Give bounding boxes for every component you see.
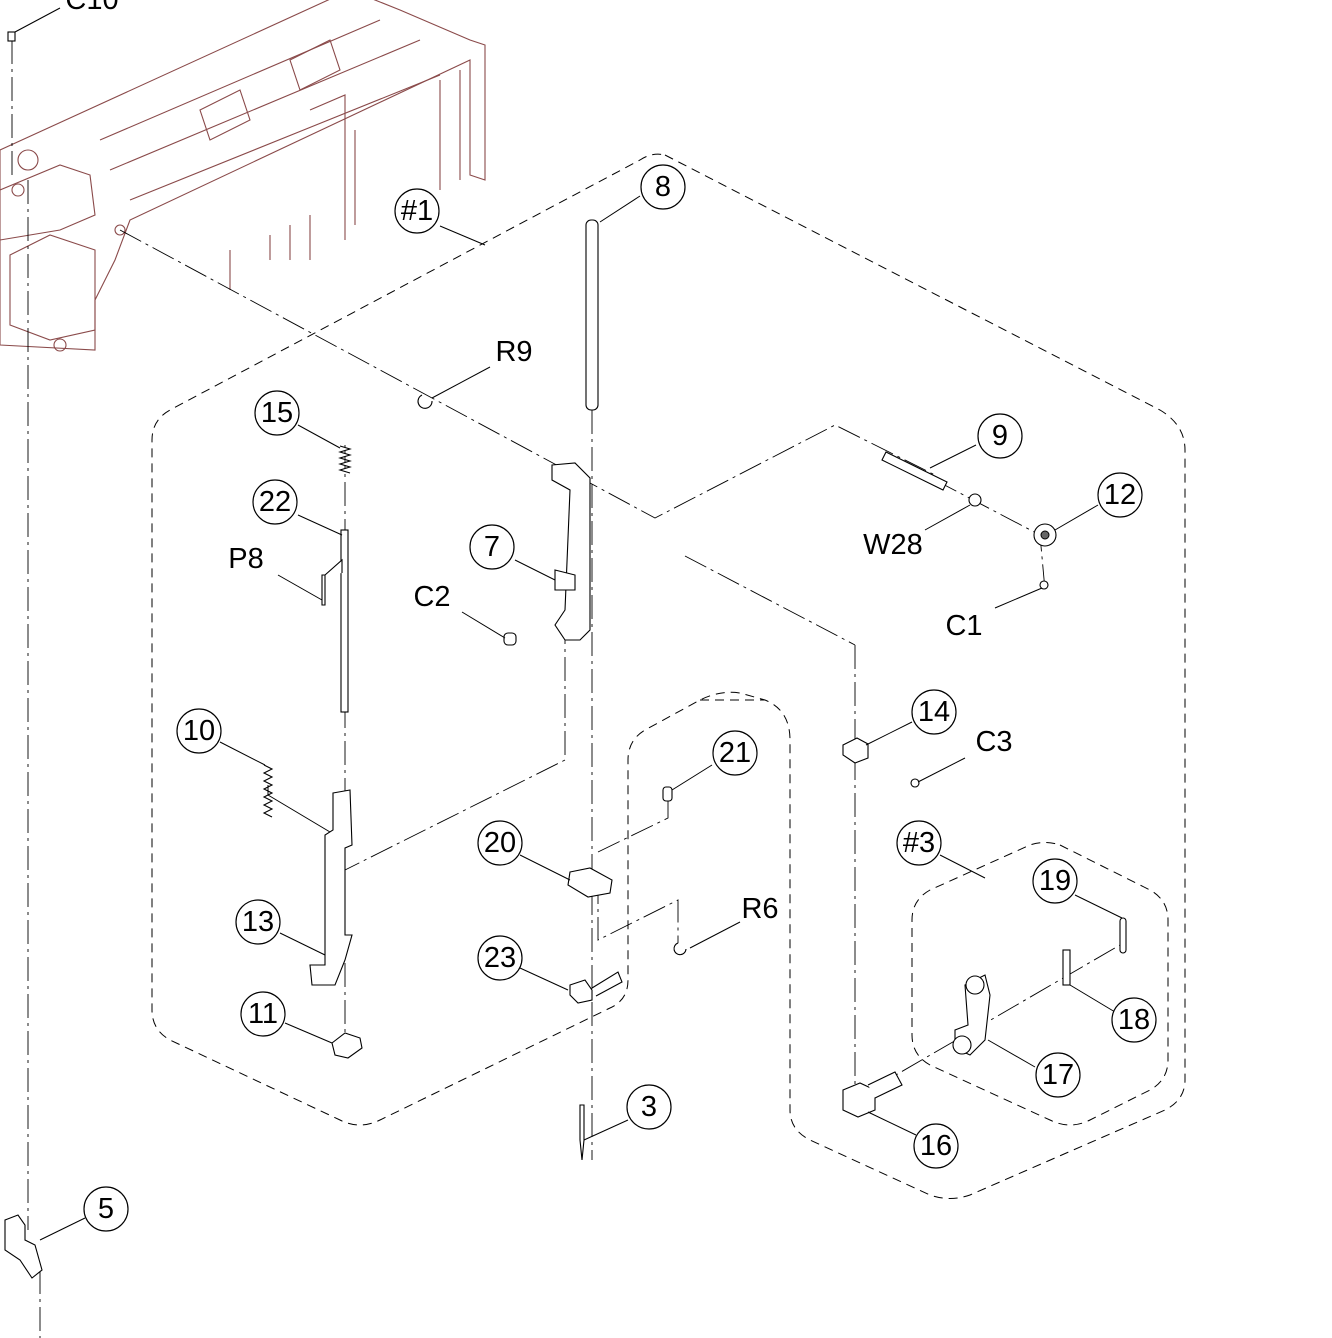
svg-text:17: 17 [1042, 1059, 1074, 1091]
svg-text:#1: #1 [401, 195, 433, 227]
label-c2: C2 [413, 581, 450, 613]
machine-frame [0, 0, 486, 352]
label-p8: P8 [228, 543, 263, 575]
callout-7: 7 [469, 524, 515, 570]
svg-text:8: 8 [655, 171, 671, 203]
part-18-rod [1062, 949, 1071, 986]
part-c2-screw [503, 632, 517, 646]
label-c1: C1 [945, 610, 982, 642]
part-15-spring [338, 445, 352, 474]
callout-5: 5 [83, 1186, 129, 1232]
svg-text:21: 21 [719, 737, 751, 769]
part-7-holder [551, 462, 591, 641]
label-c10: C10 [65, 0, 118, 16]
callout-21: 21 [712, 730, 758, 776]
part-c10-pin [7, 31, 16, 42]
part-p8-pin [321, 558, 343, 606]
label-r6: R6 [741, 893, 778, 925]
svg-text:3: 3 [641, 1091, 657, 1123]
part-17-lever [954, 974, 991, 1056]
svg-text:19: 19 [1039, 865, 1071, 897]
callout-22: 22 [252, 479, 298, 525]
svg-text:20: 20 [484, 827, 516, 859]
callout-23: 23 [477, 935, 523, 981]
svg-text:23: 23 [484, 942, 516, 974]
part-13-presser-bar [309, 789, 353, 986]
callout-14: 14 [911, 689, 957, 735]
svg-text:5: 5 [98, 1193, 114, 1225]
callout-15: 15 [254, 390, 300, 436]
svg-text:12: 12 [1104, 479, 1136, 511]
part-22-rod [340, 529, 349, 713]
part-19-pin [1119, 917, 1127, 954]
svg-text:16: 16 [920, 1130, 952, 1162]
part-16-arm [842, 1082, 876, 1118]
assembly-3-boundary [911, 842, 1169, 1126]
part-8-needle-bar [585, 219, 599, 411]
part-11-foot [331, 1032, 363, 1059]
plain-labels: C10 R9 P8 C2 W28 C1 C3 R6 [65, 0, 1012, 925]
svg-text:9: 9 [992, 420, 1008, 452]
assembly-boundaries [151, 153, 1186, 1199]
parts [4, 31, 1127, 1279]
part-3-needle [579, 1104, 585, 1161]
callout-17: 17 [1035, 1052, 1081, 1098]
callout-assembly-1: #1 [394, 188, 440, 234]
svg-text:7: 7 [484, 531, 500, 563]
part-23-bracket [569, 971, 623, 1004]
callout-assembly-3: #3 [896, 820, 942, 866]
leader-lines [14, 7, 1123, 1241]
callout-3: 3 [626, 1084, 672, 1130]
part-c3-screw [910, 778, 920, 788]
part-14-clamp [842, 737, 869, 764]
label-r9: R9 [495, 336, 532, 368]
callout-13: 13 [235, 899, 281, 945]
part-9-shaft [881, 451, 948, 491]
label-w28: W28 [863, 529, 923, 561]
svg-text:10: 10 [183, 715, 215, 747]
callout-10: 10 [176, 708, 222, 754]
svg-text:22: 22 [259, 486, 291, 518]
callout-18: 18 [1111, 997, 1157, 1043]
part-5-hook [4, 1214, 43, 1279]
svg-text:15: 15 [261, 397, 293, 429]
assembly-1-boundary [151, 153, 1186, 1199]
callout-16: 16 [913, 1123, 959, 1169]
callout-12: 12 [1097, 472, 1143, 518]
part-21-pin [662, 786, 673, 802]
circle-callouts: 8 #1 15 22 7 9 12 10 14 21 20 #3 19 13 2… [83, 164, 1157, 1232]
part-r9-clip [417, 394, 433, 409]
callout-9: 9 [977, 413, 1023, 459]
callout-19: 19 [1032, 858, 1078, 904]
svg-text:11: 11 [248, 998, 278, 1030]
callout-11: 11 [240, 991, 286, 1037]
svg-text:18: 18 [1118, 1004, 1150, 1036]
svg-text:13: 13 [242, 906, 274, 938]
part-c1-screw [1039, 580, 1049, 590]
svg-text:#3: #3 [903, 827, 935, 859]
svg-text:14: 14 [918, 696, 950, 728]
part-r6-clip [673, 942, 687, 956]
label-c3: C3 [975, 726, 1012, 758]
callout-20: 20 [477, 820, 523, 866]
part-w28-washer [968, 493, 982, 507]
callout-8: 8 [640, 164, 686, 210]
part-20-plate [567, 867, 613, 898]
